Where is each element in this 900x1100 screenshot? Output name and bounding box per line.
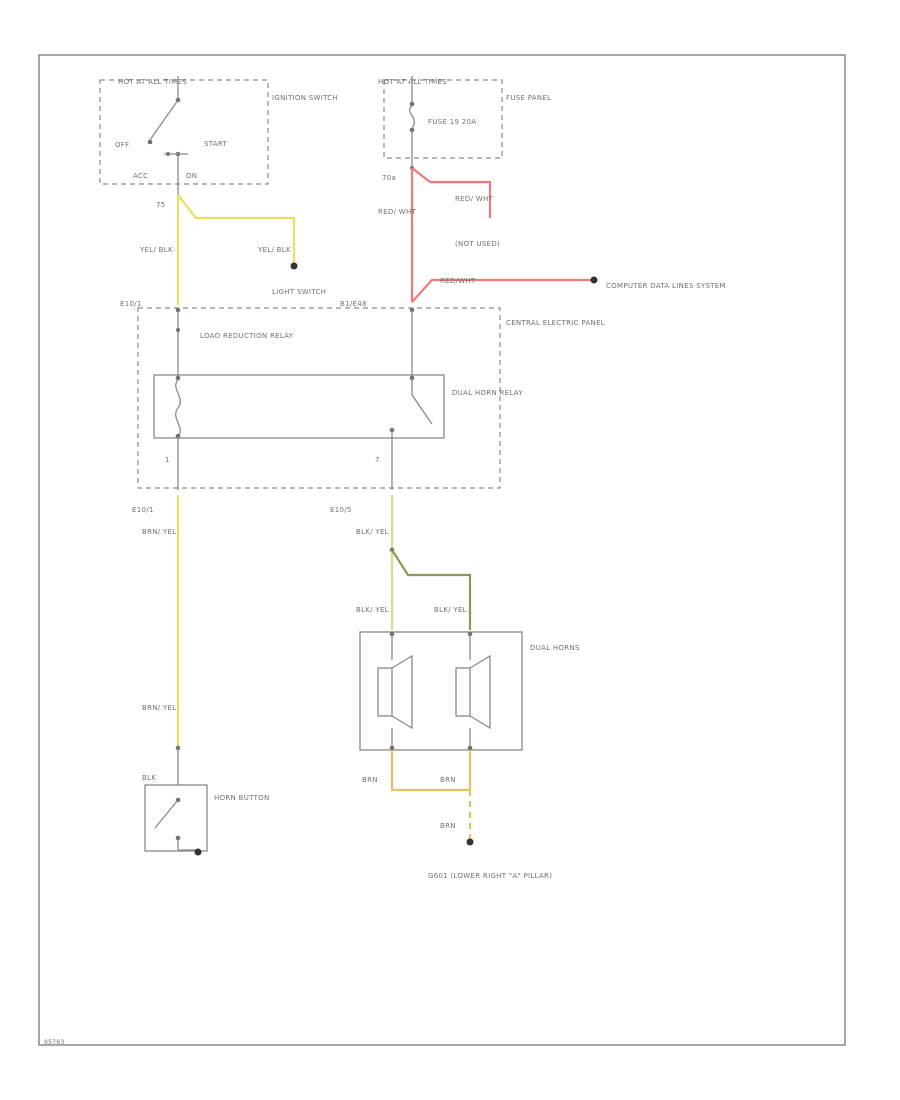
fuse-panel: HOT AT ALL TIMES FUSE PANEL FUSE 19 20A … [378, 76, 551, 182]
fuse-terminal: 70a [382, 174, 396, 182]
wire-label-red-wht-3: RED/WHT [440, 277, 476, 285]
wire-label-brn-1: BRN [362, 776, 378, 784]
wire-label-brn-2: BRN [440, 776, 456, 784]
wire-blk-yel-right [391, 549, 472, 630]
dual-horns: DUAL HORNS [359, 631, 580, 751]
ignition-on: ON [186, 172, 197, 180]
pin-left: 1 [165, 456, 170, 464]
wire-label-red-wht-2: RED/ WHT [455, 195, 494, 203]
wire-label-blk-yel-1: BLK/ YEL [356, 528, 389, 536]
ignition-switch: HOT AT ALL TIMES IGNITION SWITCH OFF STA… [99, 76, 338, 209]
wire-red-wht-notused [411, 167, 492, 218]
fuse-label: FUSE 19 20A [428, 118, 476, 126]
conn-left-bottom: E10/1 [132, 506, 154, 514]
wire-label-blk: BLK [142, 774, 156, 782]
central-panel-name: CENTRAL ELECTRIC PANEL [506, 319, 605, 327]
wire-brn-left [390, 750, 470, 792]
horn-icon [377, 654, 413, 730]
fuse-name: FUSE PANEL [506, 94, 551, 102]
conn-right-bottom: E10/5 [330, 506, 352, 514]
ignition-acc: ACC [133, 172, 148, 180]
figure-id: 95763 [44, 1039, 65, 1046]
wire-label-blk-yel-2: BLK/ YEL [356, 606, 389, 614]
pin-right: 7 [375, 456, 380, 464]
light-switch-label: LIGHT SWITCH [272, 288, 326, 296]
horn-icon [455, 654, 491, 730]
wire-label-red-wht-1: RED/ WHT [378, 208, 417, 216]
wire-label-blk-yel-3: BLK/ YEL [434, 606, 467, 614]
wire-label-not-used: (NOT USED) [455, 240, 500, 248]
ignition-terminal: 75 [156, 201, 166, 209]
wire-yel-blk-branch [177, 194, 296, 265]
conn-left-top: E10/1 [120, 300, 142, 308]
central-electric-panel: CENTRAL ELECTRIC PANEL LIGHT SWITCH E10/… [120, 288, 605, 490]
dual-horns-name: DUAL HORNS [530, 644, 580, 652]
wire-red-wht-computer [411, 278, 592, 303]
horn-button-name: HORN BUTTON [214, 794, 270, 802]
wire-label-yel-blk-1: YEL/ BLK [139, 246, 173, 254]
wire-label-brn-3: BRN [440, 822, 456, 830]
ignition-header: HOT AT ALL TIMES [118, 78, 187, 86]
computer-data-lines: COMPUTER DATA LINES SYSTEM [606, 282, 726, 290]
ground-label: G601 (LOWER RIGHT "A" PILLAR) [428, 872, 552, 880]
ignition-name: IGNITION SWITCH [272, 94, 338, 102]
diagram-border [38, 54, 846, 1046]
conn-right-top: B1/E48 [340, 300, 367, 308]
horn-button: BLK HORN BUTTON [142, 774, 270, 856]
ignition-off: OFF [115, 141, 129, 149]
wire-label-yel-blk-2: YEL/ BLK [257, 246, 291, 254]
wire-label-brn-yel-2: BRN/ YEL [142, 704, 176, 712]
relay-load-label: LOAD REDUCTION RELAY [200, 332, 294, 340]
wire-label-brn-yel-1: BRN/ YEL [142, 528, 176, 536]
relay-horn-label: DUAL HORN RELAY [452, 389, 523, 397]
ignition-start: START [204, 140, 228, 148]
